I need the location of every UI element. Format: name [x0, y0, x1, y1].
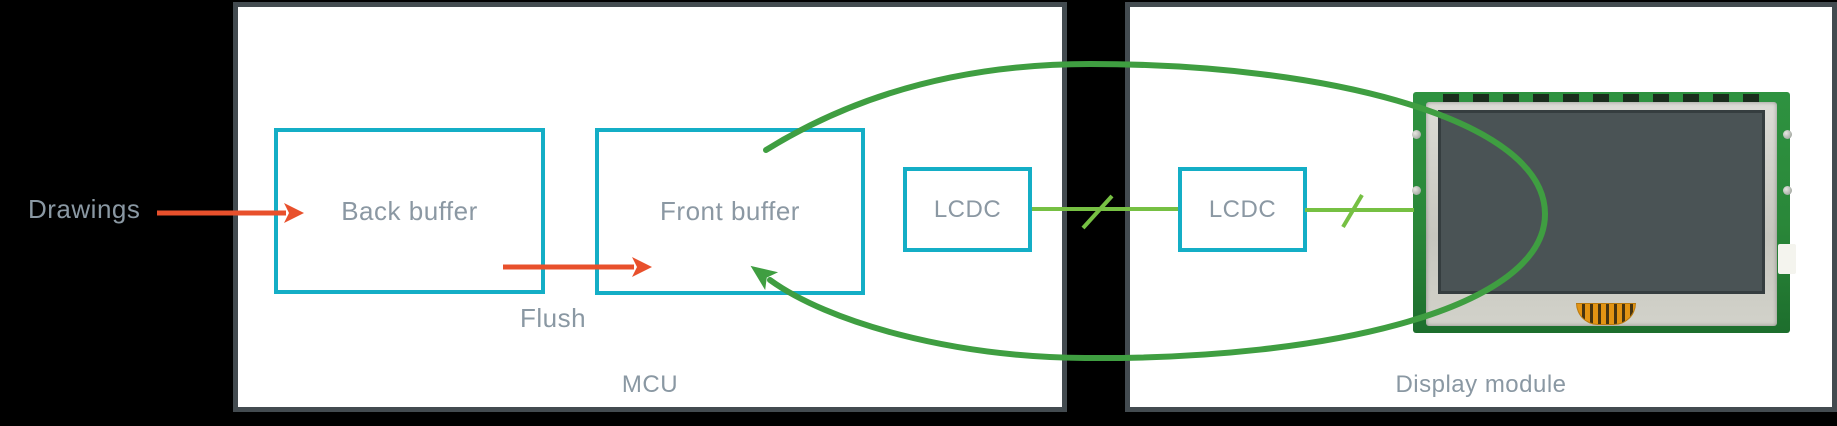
mounting-hole [1412, 130, 1421, 139]
mounting-hole [1412, 186, 1421, 195]
display-module-photo [1412, 92, 1796, 333]
mounting-hole [1783, 130, 1792, 139]
lcd-screen [1438, 110, 1765, 294]
touch-panel-glass [1426, 102, 1777, 326]
back-buffer-node: Back buffer [274, 128, 545, 294]
back-buffer-label: Back buffer [341, 195, 478, 226]
lcdc-display-label: LCDC [1208, 195, 1277, 223]
label-sticker [1778, 244, 1796, 274]
front-buffer-node: Front buffer [595, 128, 865, 295]
drawings-label: Drawings [28, 194, 141, 224]
bus-width-slash [1081, 194, 1114, 230]
mcu-panel-label: MCU [621, 371, 679, 398]
lcdc-display-node: LCDC [1178, 167, 1307, 252]
flex-connector [1575, 303, 1636, 325]
lcdc-mcu-label: LCDC [933, 195, 1002, 223]
pcb-components-strip [1443, 94, 1760, 102]
front-buffer-label: Front buffer [660, 196, 800, 226]
lcdc-mcu-node: LCDC [903, 167, 1032, 252]
display-module-panel-label: Display module [1395, 371, 1567, 398]
flush-label: Flush [520, 303, 587, 333]
mounting-hole [1783, 186, 1792, 195]
